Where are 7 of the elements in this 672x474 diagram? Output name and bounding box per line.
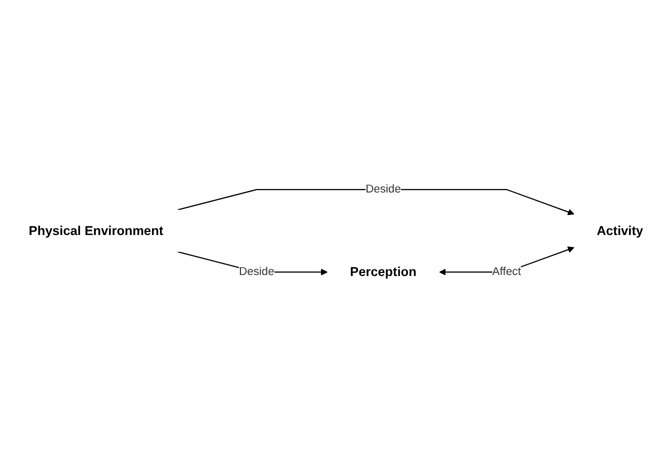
edge-label: Deside xyxy=(238,265,274,278)
node-text: Physical Environment xyxy=(28,223,164,238)
node-text: Activity xyxy=(596,223,644,238)
arrow xyxy=(178,188,574,216)
node-text: Perception xyxy=(350,264,416,280)
edge-label: Affect xyxy=(492,265,522,278)
edge-label: Deside xyxy=(366,182,401,196)
